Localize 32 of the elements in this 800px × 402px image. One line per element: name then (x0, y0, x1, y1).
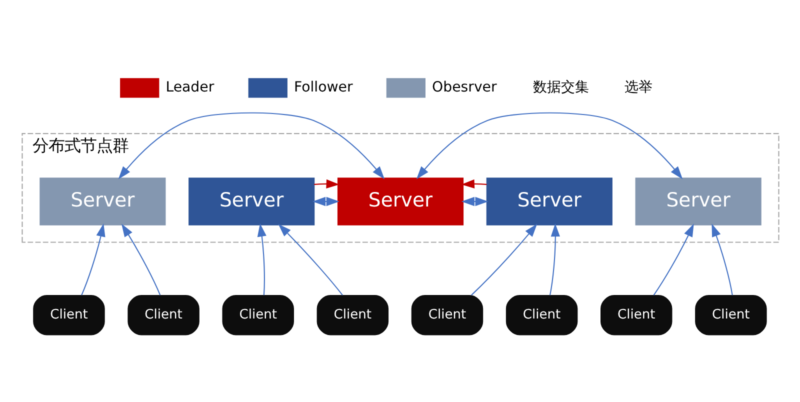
node-box: Server (39, 177, 166, 225)
arrow (80, 223, 105, 295)
node-box: Client (32, 294, 104, 335)
arrow (548, 222, 560, 295)
node-box: Client (694, 294, 766, 335)
node-box: Client (505, 294, 578, 335)
arrow (278, 223, 342, 296)
arrow (711, 223, 732, 295)
node-box: Server (336, 177, 464, 225)
node-box: Client (222, 294, 294, 335)
arrow (416, 112, 682, 179)
arrow (256, 223, 266, 295)
legend-label: 选举 (624, 79, 652, 96)
arrow (470, 223, 537, 296)
arrow (460, 178, 486, 188)
arrow (652, 223, 694, 295)
node-box: Server (486, 177, 612, 225)
node-box: Client (127, 294, 199, 335)
arrow (120, 223, 160, 295)
arrow (118, 112, 384, 179)
node-box: Server (634, 177, 761, 225)
node-box: Client (410, 294, 483, 335)
arrow (314, 178, 339, 188)
node-box: Client (600, 294, 672, 335)
legend-label: Leader (165, 79, 214, 96)
legend-label: Follower (293, 79, 352, 96)
node-box: Server (188, 177, 314, 225)
arrow (460, 196, 488, 206)
arrow (312, 196, 339, 206)
legend-label: Obesrver (432, 79, 496, 96)
legend-label: 数据交集 (532, 79, 589, 96)
node-box: Client (316, 294, 388, 335)
